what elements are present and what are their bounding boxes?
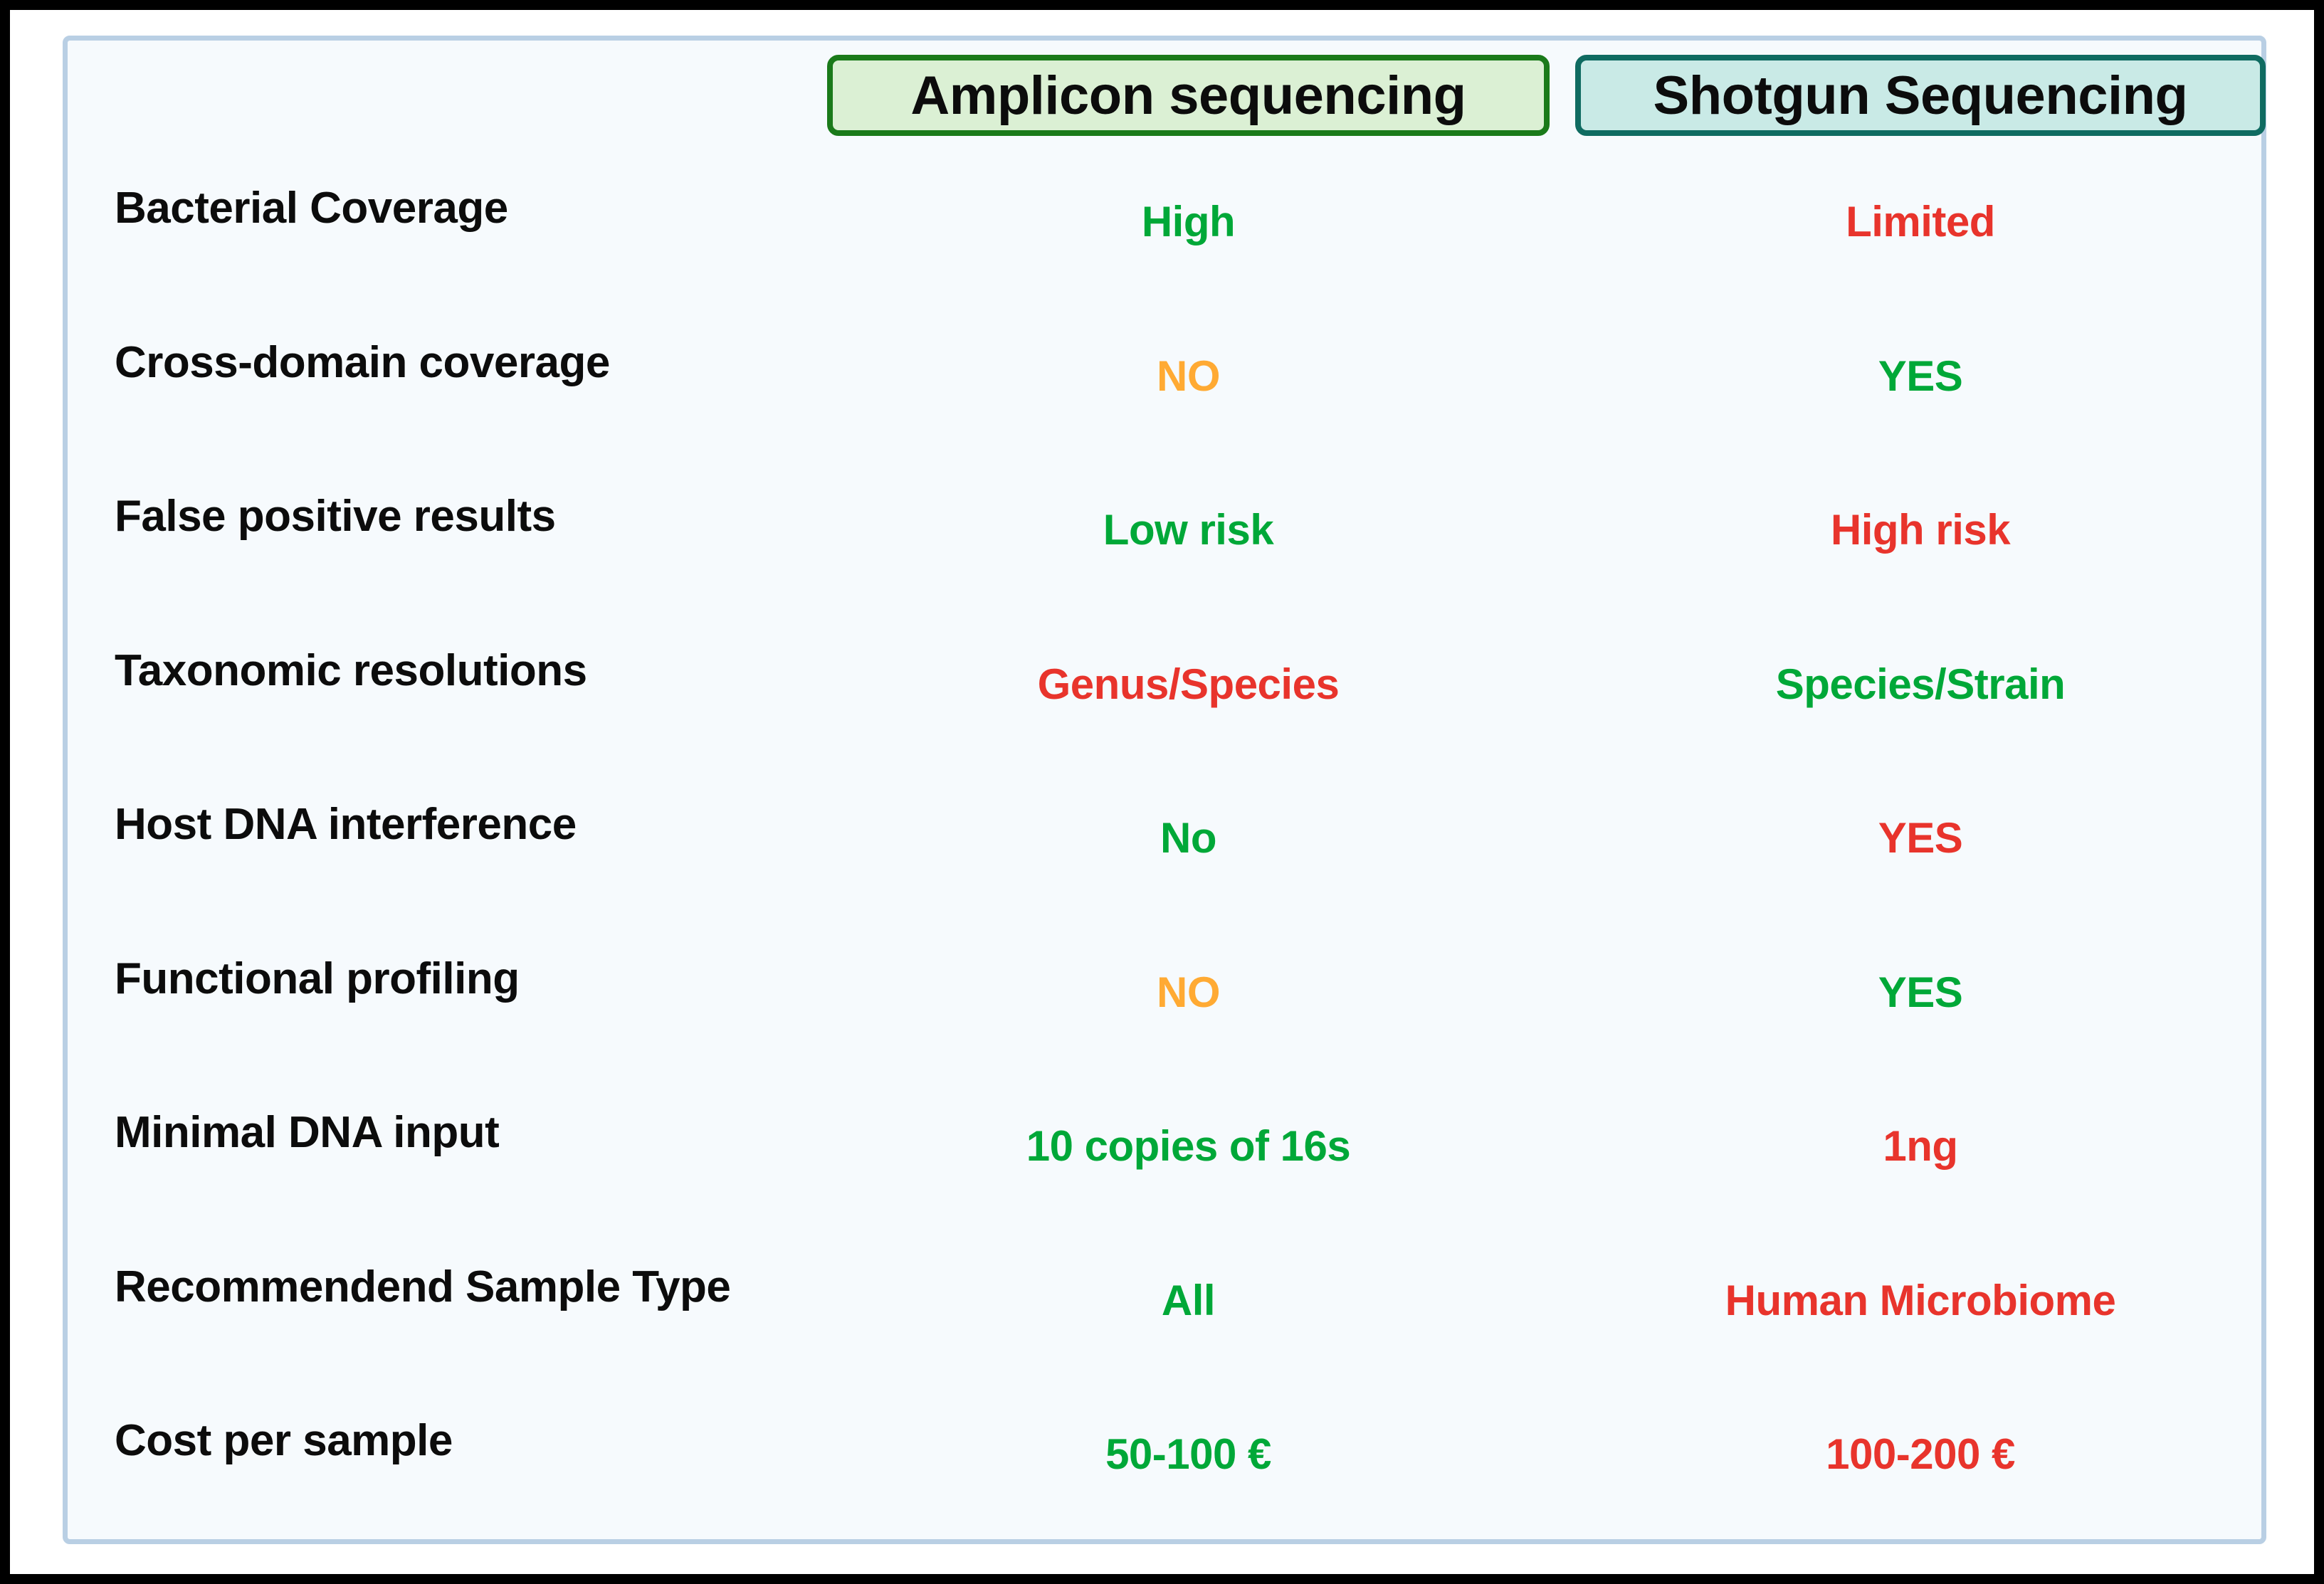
comparison-panel: Amplicon sequencing Shotgun Sequencing B… (63, 36, 2266, 1544)
table-row: Cost per sample 50-100 € 100-200 € (68, 1387, 2261, 1541)
cell-amplicon: NO (1157, 352, 1221, 400)
cell-amplicon: 50-100 € (1105, 1430, 1271, 1478)
cell-amplicon: All (1161, 1276, 1216, 1324)
table-row: Recommendend Sample Type All Human Microbi… (68, 1233, 2261, 1388)
table-row: Cross-domain coverage NO YES (68, 309, 2261, 463)
row-label: Cost per sample (115, 1416, 453, 1465)
cell-amplicon: Genus/Species (1037, 660, 1340, 708)
cell-amplicon: No (1160, 814, 1216, 862)
row-label: Minimal DNA input (115, 1108, 500, 1157)
row-label: Bacterial Coverage (115, 184, 508, 233)
row-label: Cross-domain coverage (115, 337, 610, 387)
cell-shotgun: Limited (1846, 198, 1995, 245)
cell-shotgun: YES (1878, 814, 1963, 862)
cell-shotgun: 1ng (1883, 1122, 1958, 1170)
row-label: False positive results (115, 492, 556, 541)
cell-shotgun: High risk (1830, 506, 2011, 554)
row-label: Taxonomic resolutions (115, 645, 587, 695)
cell-amplicon: NO (1157, 968, 1221, 1016)
row-label: Recommendend Sample Type (115, 1262, 731, 1311)
column-header-shotgun: Shotgun Sequencing (1575, 55, 2266, 136)
row-label: Host DNA interference (115, 800, 577, 849)
table-row: Bacterial Coverage High Limited (68, 154, 2261, 309)
cell-amplicon: Low risk (1103, 506, 1274, 554)
cell-amplicon: 10 copies of 16s (1026, 1122, 1351, 1170)
cell-amplicon: High (1141, 198, 1236, 245)
row-label: Functional profiling (115, 954, 520, 1003)
column-header-amplicon: Amplicon sequencing (827, 55, 1550, 136)
table-header-row: Amplicon sequencing Shotgun Sequencing (68, 41, 2266, 154)
cell-shotgun: YES (1878, 352, 1963, 400)
table-row: Taxonomic resolutions Genus/Species Specie… (68, 617, 2261, 771)
cell-shotgun: Species/Strain (1775, 660, 2066, 708)
cell-shotgun: Human Microbiome (1725, 1276, 2116, 1324)
cell-shotgun: 100-200 € (1826, 1430, 2015, 1478)
cell-shotgun: YES (1878, 968, 1963, 1016)
table-row: Minimal DNA input 10 copies of 16s 1ng (68, 1079, 2261, 1233)
table-row: Host DNA interference No YES (68, 771, 2261, 925)
table-row: False positive results Low risk High risk (68, 463, 2261, 617)
table-row: Functional profiling NO YES (68, 925, 2261, 1079)
